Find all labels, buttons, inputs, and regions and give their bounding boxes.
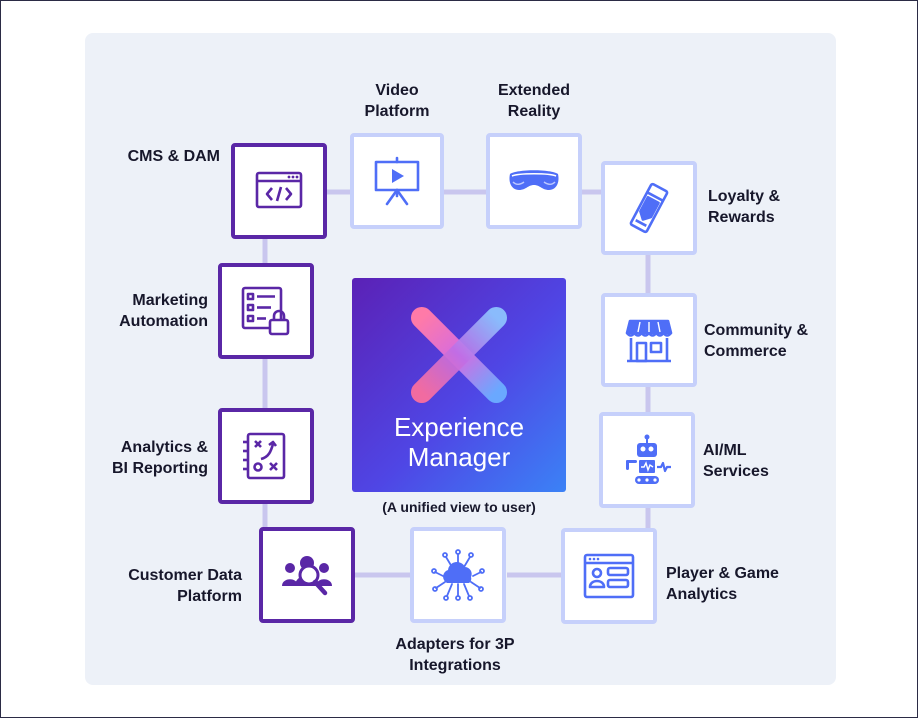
dashboard-window-icon bbox=[583, 553, 635, 599]
cms-dam-box bbox=[231, 143, 327, 239]
adapters-3p-box bbox=[410, 527, 506, 623]
loyalty-rewards-label: Loyalty & Rewards bbox=[708, 188, 781, 226]
aiml-services-label: AI/ML Services bbox=[703, 442, 769, 480]
customer-data-platform-label: Customer Data Platform bbox=[128, 567, 242, 605]
aiml-services-box bbox=[599, 412, 695, 508]
player-game-analytics-box bbox=[561, 528, 657, 624]
presentation-play-icon bbox=[374, 156, 420, 206]
form-lock-icon bbox=[241, 286, 290, 336]
cloud-network-icon bbox=[431, 549, 485, 601]
x-logo-icon bbox=[410, 306, 508, 404]
robot-icon bbox=[626, 434, 671, 484]
hub-title: Experience Manager bbox=[393, 412, 525, 472]
marketing-automation-label: Marketing Automation bbox=[119, 292, 208, 330]
code-window-icon bbox=[255, 171, 303, 209]
video-platform-box bbox=[350, 133, 444, 229]
hub-caption: (A unified view to user) bbox=[382, 499, 536, 515]
marketing-automation-box bbox=[218, 263, 314, 359]
video-platform-label: Video Platform bbox=[364, 82, 430, 120]
extended-reality-box bbox=[486, 133, 582, 229]
customer-data-platform-box bbox=[259, 527, 355, 623]
analytics-bi-label: Analytics & BI Reporting bbox=[112, 439, 208, 477]
vr-headset-icon bbox=[509, 170, 559, 190]
adapters-3p-label: Adapters for 3P Integrations bbox=[395, 636, 515, 674]
experience-manager-hub: Experience Manager bbox=[352, 278, 566, 492]
analytics-bi-box bbox=[218, 408, 314, 504]
storefront-icon bbox=[625, 319, 673, 363]
ticket-icon bbox=[629, 182, 669, 234]
extended-reality-label: Extended Reality bbox=[497, 82, 570, 120]
strategy-board-icon bbox=[243, 432, 286, 480]
cms-dam-label: CMS & DAM bbox=[127, 148, 220, 165]
player-game-analytics-label: Player & Game Analytics bbox=[666, 565, 779, 603]
community-commerce-box bbox=[601, 293, 697, 387]
loyalty-rewards-box bbox=[601, 161, 697, 255]
user-search-icon bbox=[282, 556, 332, 596]
community-commerce-label: Community & Commerce bbox=[704, 322, 808, 360]
